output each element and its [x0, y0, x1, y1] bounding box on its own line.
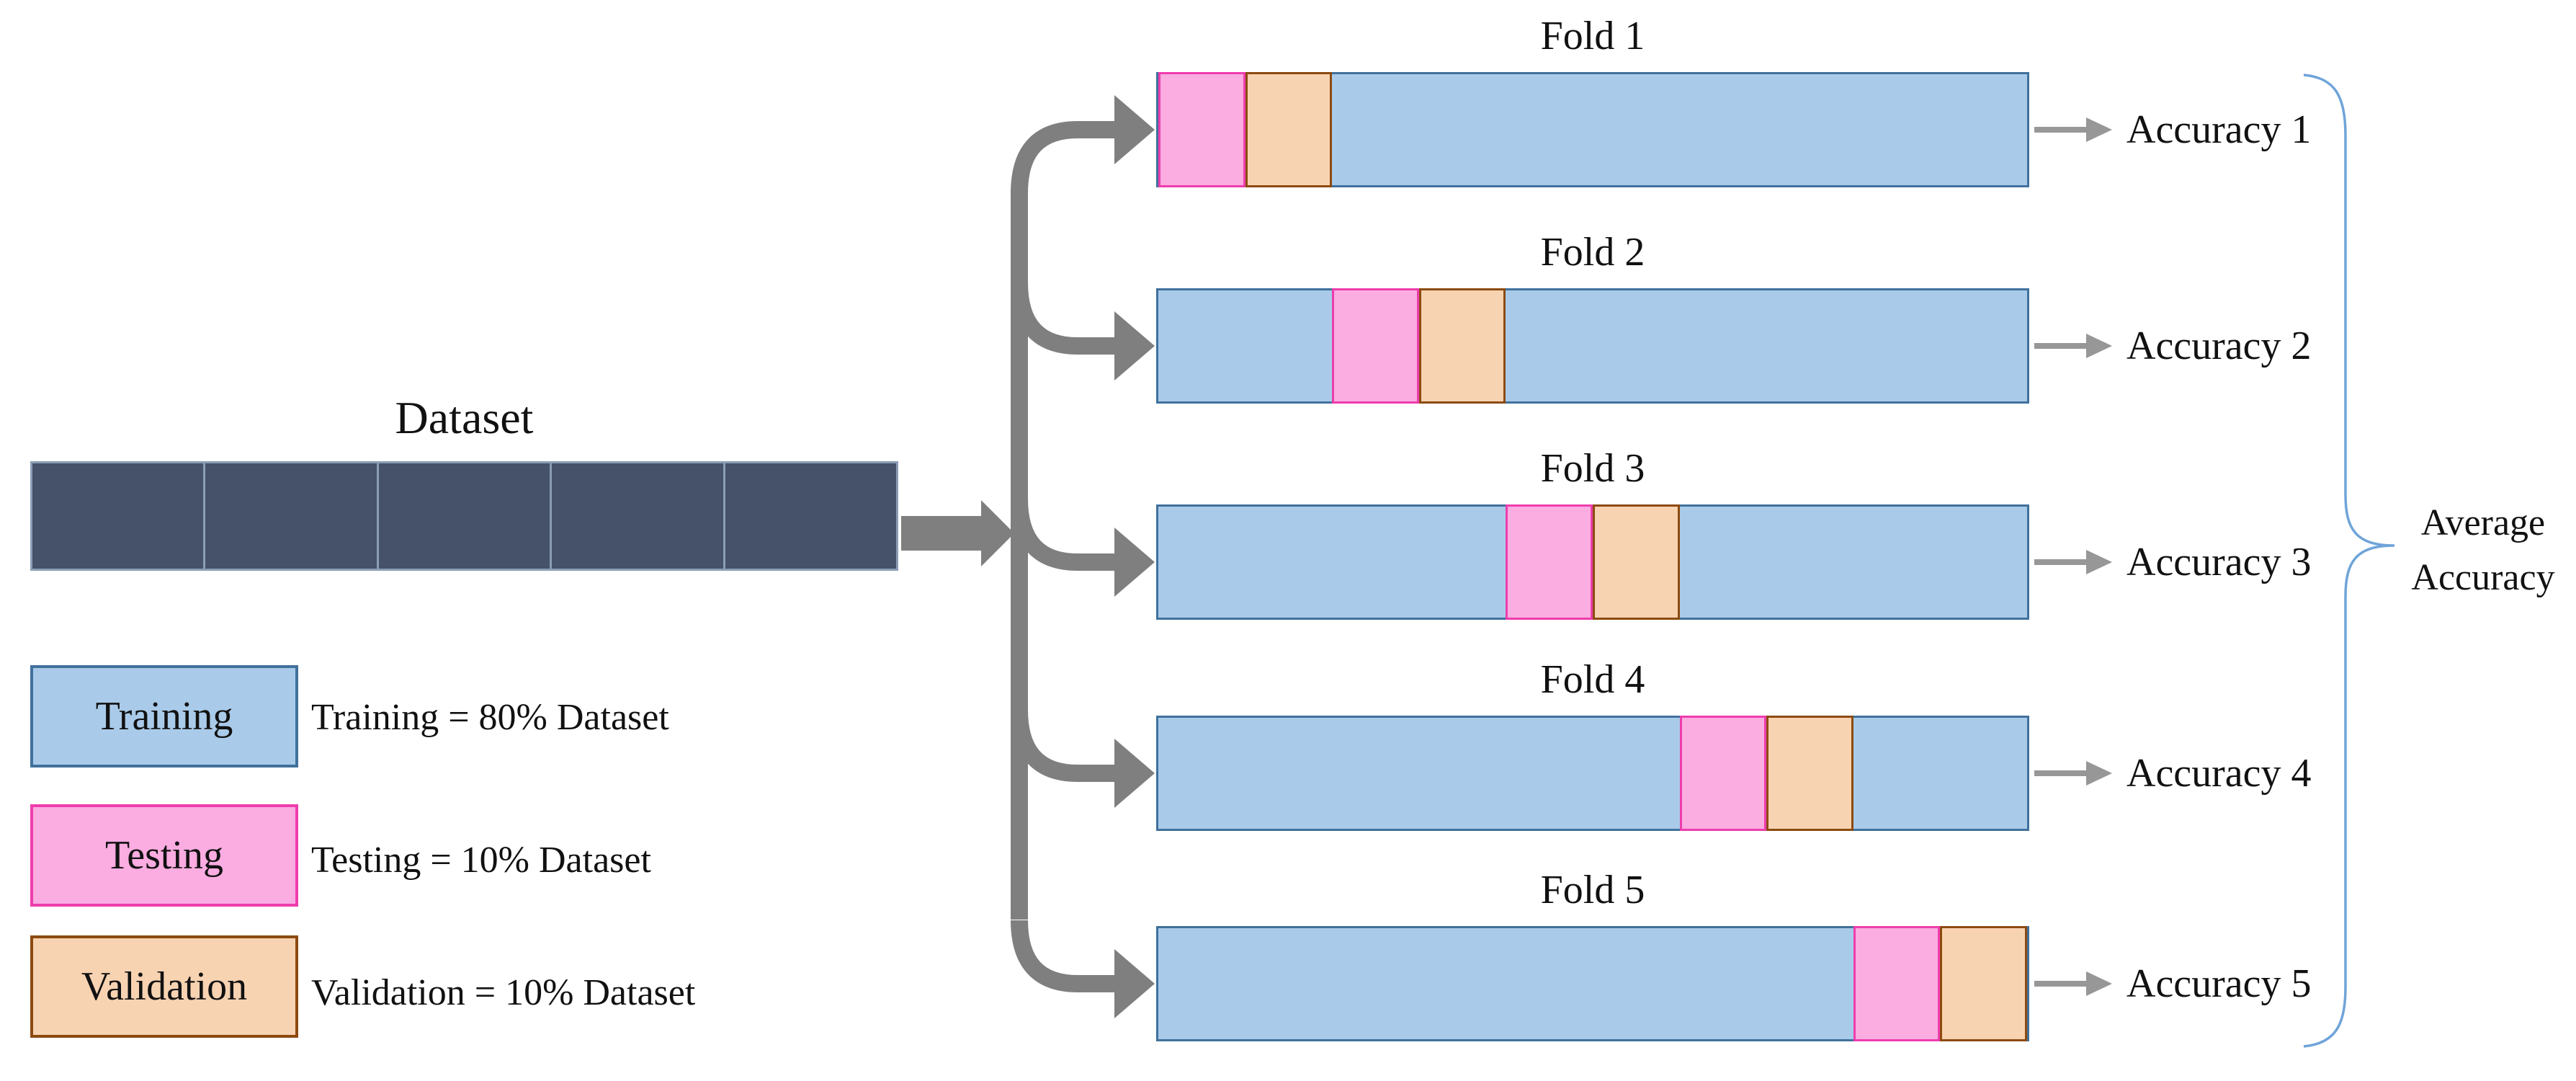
branch-fold1-icon: [1011, 121, 1116, 194]
fold-4-bar: [1156, 716, 2029, 831]
fold-5-validation-segment: [1940, 926, 2027, 1041]
legend-validation-label: Validation: [81, 964, 248, 1009]
dataset-segment: [725, 463, 897, 569]
legend-testing-description: Testing = 10% Dataset: [311, 840, 651, 881]
dataset-segment: [552, 463, 725, 569]
legend-training-description: Training = 80% Dataset: [311, 697, 669, 738]
accuracy-arrow-1-icon: [2034, 117, 2112, 142]
legend-validation-description: Validation = 10% Dataset: [311, 972, 696, 1013]
accuracy-arrow-3-icon: [2034, 550, 2112, 574]
accuracy-arrows: [2034, 117, 2112, 996]
fold-3-bar: [1156, 504, 2029, 620]
branch-fold2-icon: [1011, 282, 1116, 355]
accuracy-arrow-4-icon: [2034, 761, 2112, 786]
dataset-flow-arrow-icon: [901, 500, 1014, 566]
fold-5-testing-segment: [1853, 926, 1941, 1041]
fold-3-testing-segment: [1506, 504, 1593, 620]
fold-4-title: Fold 4: [1540, 657, 1645, 702]
fold-row-4: Fold 4: [1156, 654, 2029, 831]
accuracy-2-label: Accuracy 2: [2126, 324, 2312, 368]
legend-training-label: Training: [95, 694, 233, 739]
branch-fold3-icon: [1011, 498, 1116, 571]
accuracy-3-label: Accuracy 3: [2126, 540, 2312, 584]
accuracy-arrow-2-icon: [2034, 334, 2112, 358]
dataset-segment: [205, 463, 379, 569]
average-accuracy-line2: Accuracy: [2411, 557, 2555, 598]
fold-4-testing-segment: [1679, 716, 1767, 831]
fold-row-5: Fold 5: [1156, 865, 2029, 1041]
fold-5-title: Fold 5: [1540, 868, 1645, 912]
legend-validation-box: Validation: [30, 935, 298, 1038]
fold-2-bar: [1156, 288, 2029, 404]
fold-2-testing-segment: [1332, 288, 1419, 404]
average-accuracy-label: Average Accuracy: [2390, 496, 2576, 605]
legend-testing-label: Testing: [104, 833, 224, 878]
accuracy-1-label: Accuracy 1: [2126, 107, 2312, 152]
dataset-title: Dataset: [395, 392, 534, 443]
accuracy-arrow-5-icon: [2034, 971, 2112, 996]
fold-2-validation-segment: [1418, 288, 1506, 404]
fold-3-validation-segment: [1593, 504, 1680, 620]
fold-1-validation-segment: [1245, 72, 1333, 187]
fold-1-bar: [1156, 72, 2029, 187]
fold-row-1: Fold 1: [1156, 11, 2029, 187]
accuracy-5-label: Accuracy 5: [2126, 961, 2312, 1006]
fold-row-3: Fold 3: [1156, 443, 2029, 620]
average-accuracy-line1: Average: [2420, 502, 2546, 543]
fold-1-testing-segment: [1158, 72, 1245, 187]
accuracy-4-label: Accuracy 4: [2126, 751, 2312, 796]
dataset-segment: [378, 463, 553, 569]
fold-3-title: Fold 3: [1540, 446, 1645, 491]
branch-arrows: [1011, 121, 1116, 992]
legend-training-box: Training: [30, 665, 298, 768]
fold-2-title: Fold 2: [1540, 230, 1645, 275]
fold-row-2: Fold 2: [1156, 227, 2029, 404]
dataset-segment: [32, 463, 206, 569]
fold-1-title: Fold 1: [1540, 14, 1645, 58]
branch-arrowheads: [1114, 95, 1155, 1018]
legend-testing-box: Testing: [30, 804, 298, 907]
fold-5-bar: [1156, 926, 2029, 1041]
branch-fold4-icon: [1011, 709, 1116, 782]
fold-4-validation-segment: [1766, 716, 1853, 831]
branch-fold5-icon: [1011, 920, 1116, 992]
dataset-bar: [30, 461, 898, 571]
